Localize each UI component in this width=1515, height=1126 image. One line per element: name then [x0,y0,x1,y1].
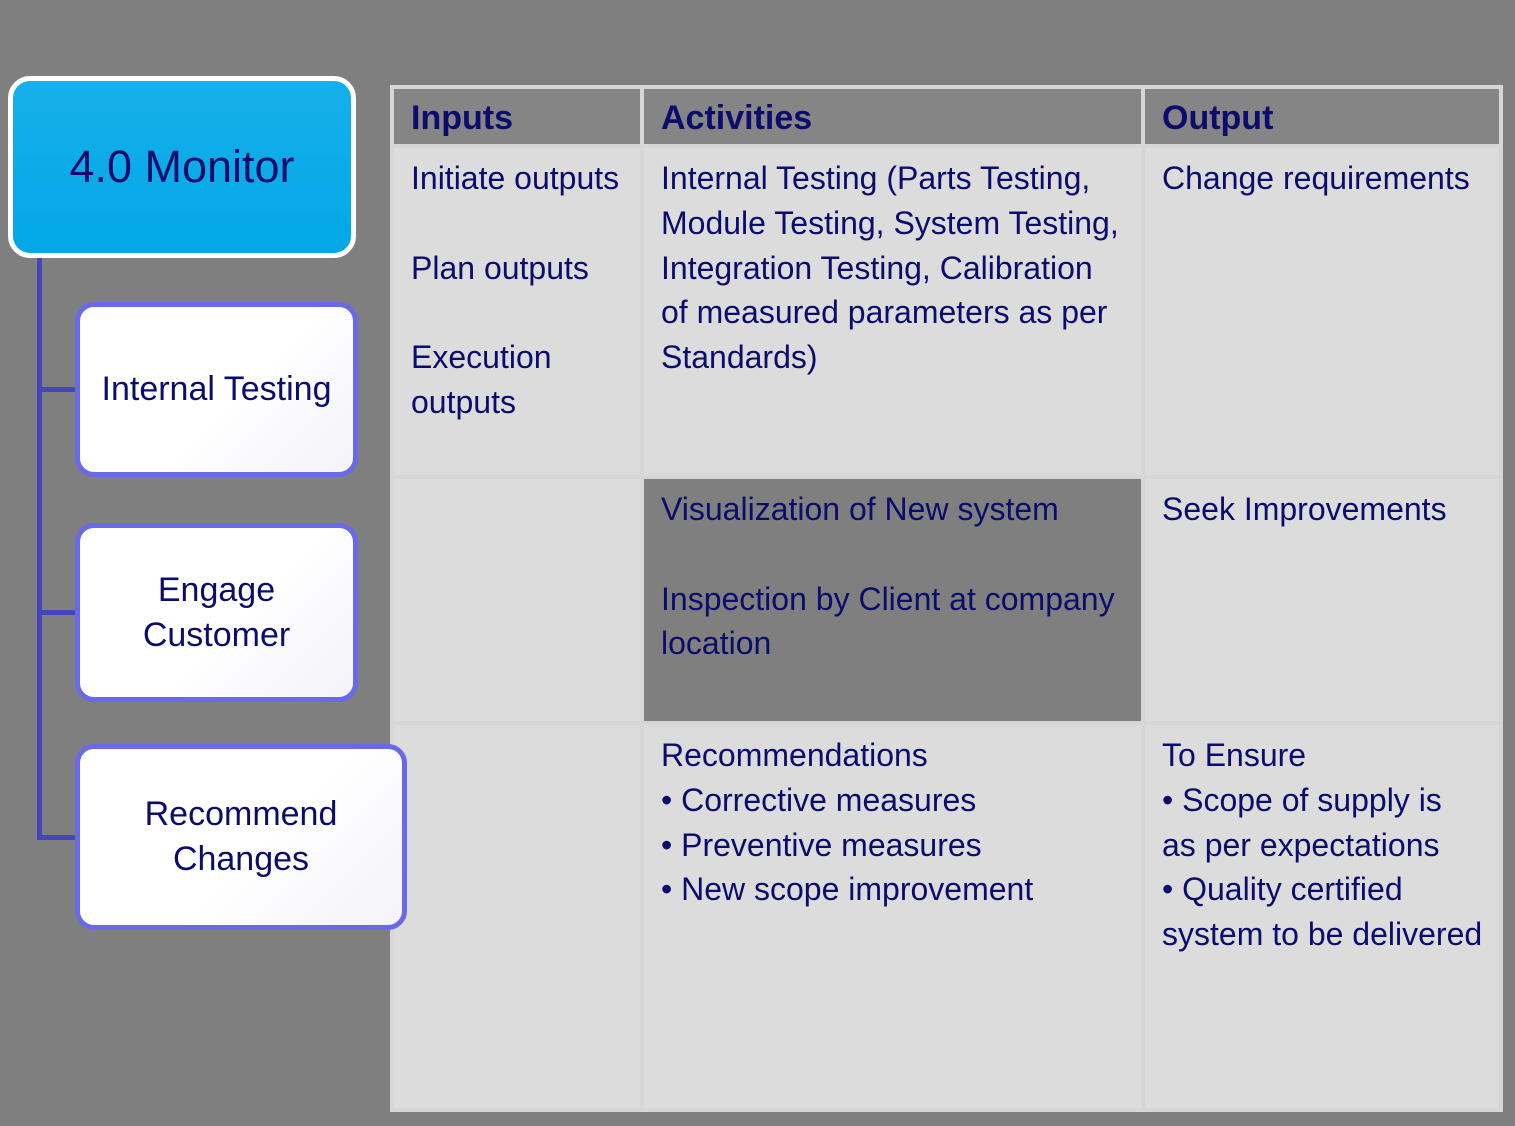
cell-row1-activities: Internal Testing (Parts Testing, Module … [644,148,1141,475]
tree-connector-vertical [37,256,42,840]
cell-row3-activities: Recommendations • Corrective measures • … [644,725,1141,1108]
column-header-output: Output [1145,89,1499,144]
node-recommend-changes: Recommend Changes [75,744,407,930]
cell-row1-output: Change requirements [1145,148,1499,475]
node-internal-testing: Internal Testing [75,302,358,477]
node-monitor: 4.0 Monitor [8,76,356,258]
tree-connector-branch-engage-customer [37,610,79,615]
node-engage-customer-label: Engage Customer [142,570,291,654]
cell-row2-output: Seek Improvements [1145,479,1499,721]
node-monitor-label: 4.0 Monitor [69,141,295,192]
cell-row2-inputs [394,479,640,721]
process-table: Inputs Activities Output Initiate output… [390,85,1503,1112]
tree-connector-branch-recommend-changes [37,835,79,840]
cell-row3-inputs [394,725,640,1108]
column-header-activities: Activities [644,89,1141,144]
node-internal-testing-label: Internal Testing [101,370,332,409]
node-recommend-changes-label: Recommend Changes [144,795,338,878]
tree-connector-branch-internal-testing [37,387,79,392]
cell-row1-inputs: Initiate outputs Plan outputs Execution … [394,148,640,475]
cell-row2-activities: Visualization of New system Inspection b… [644,479,1141,721]
cell-row3-output: To Ensure • Scope of supply is as per ex… [1145,725,1499,1108]
node-engage-customer: Engage Customer [75,523,358,702]
column-header-inputs: Inputs [394,89,640,144]
